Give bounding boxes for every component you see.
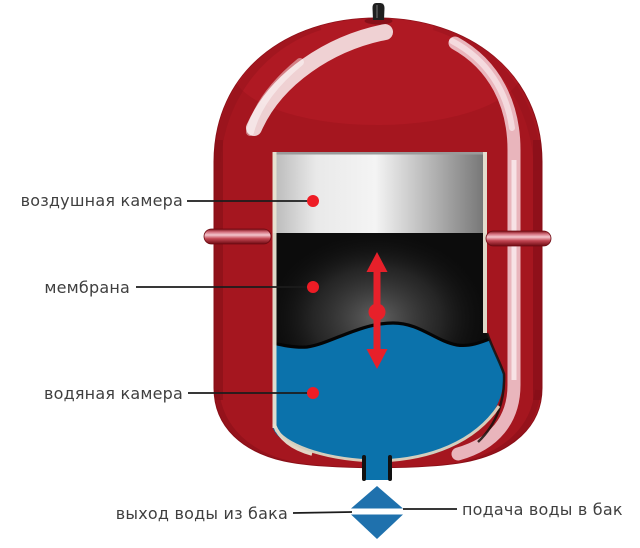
valve-diamond-icon	[351, 486, 403, 539]
membrane-movement-arrows	[366, 252, 388, 369]
tank-gloss-highlights	[246, 24, 521, 461]
dome-highlight	[246, 24, 393, 136]
bottom-spout	[362, 455, 392, 481]
air-valve-icon	[364, 3, 393, 25]
valve-top-triangle	[351, 486, 403, 509]
dot-air-chamber	[307, 195, 319, 207]
leader-lines	[136, 200, 457, 514]
label-water-outlet: выход воды из бака	[115, 504, 288, 523]
dot-water-chamber	[307, 387, 319, 399]
label-air-chamber: воздушная камера	[20, 191, 183, 210]
leader-water-outlet	[292, 511, 353, 514]
spout-water	[365, 455, 389, 480]
membrane-wave-edge	[273, 321, 493, 349]
label-dots	[307, 195, 319, 399]
air-chamber-fill	[273, 152, 494, 233]
dot-membrane	[307, 281, 319, 293]
flange-right	[485, 230, 552, 247]
label-membrane: мембрана	[44, 278, 130, 297]
label-water-supply: подача воды в бак	[462, 500, 623, 519]
flange-left	[203, 228, 272, 245]
valve-bottom-triangle	[351, 514, 403, 539]
label-water-chamber: водяная камера	[43, 384, 183, 403]
